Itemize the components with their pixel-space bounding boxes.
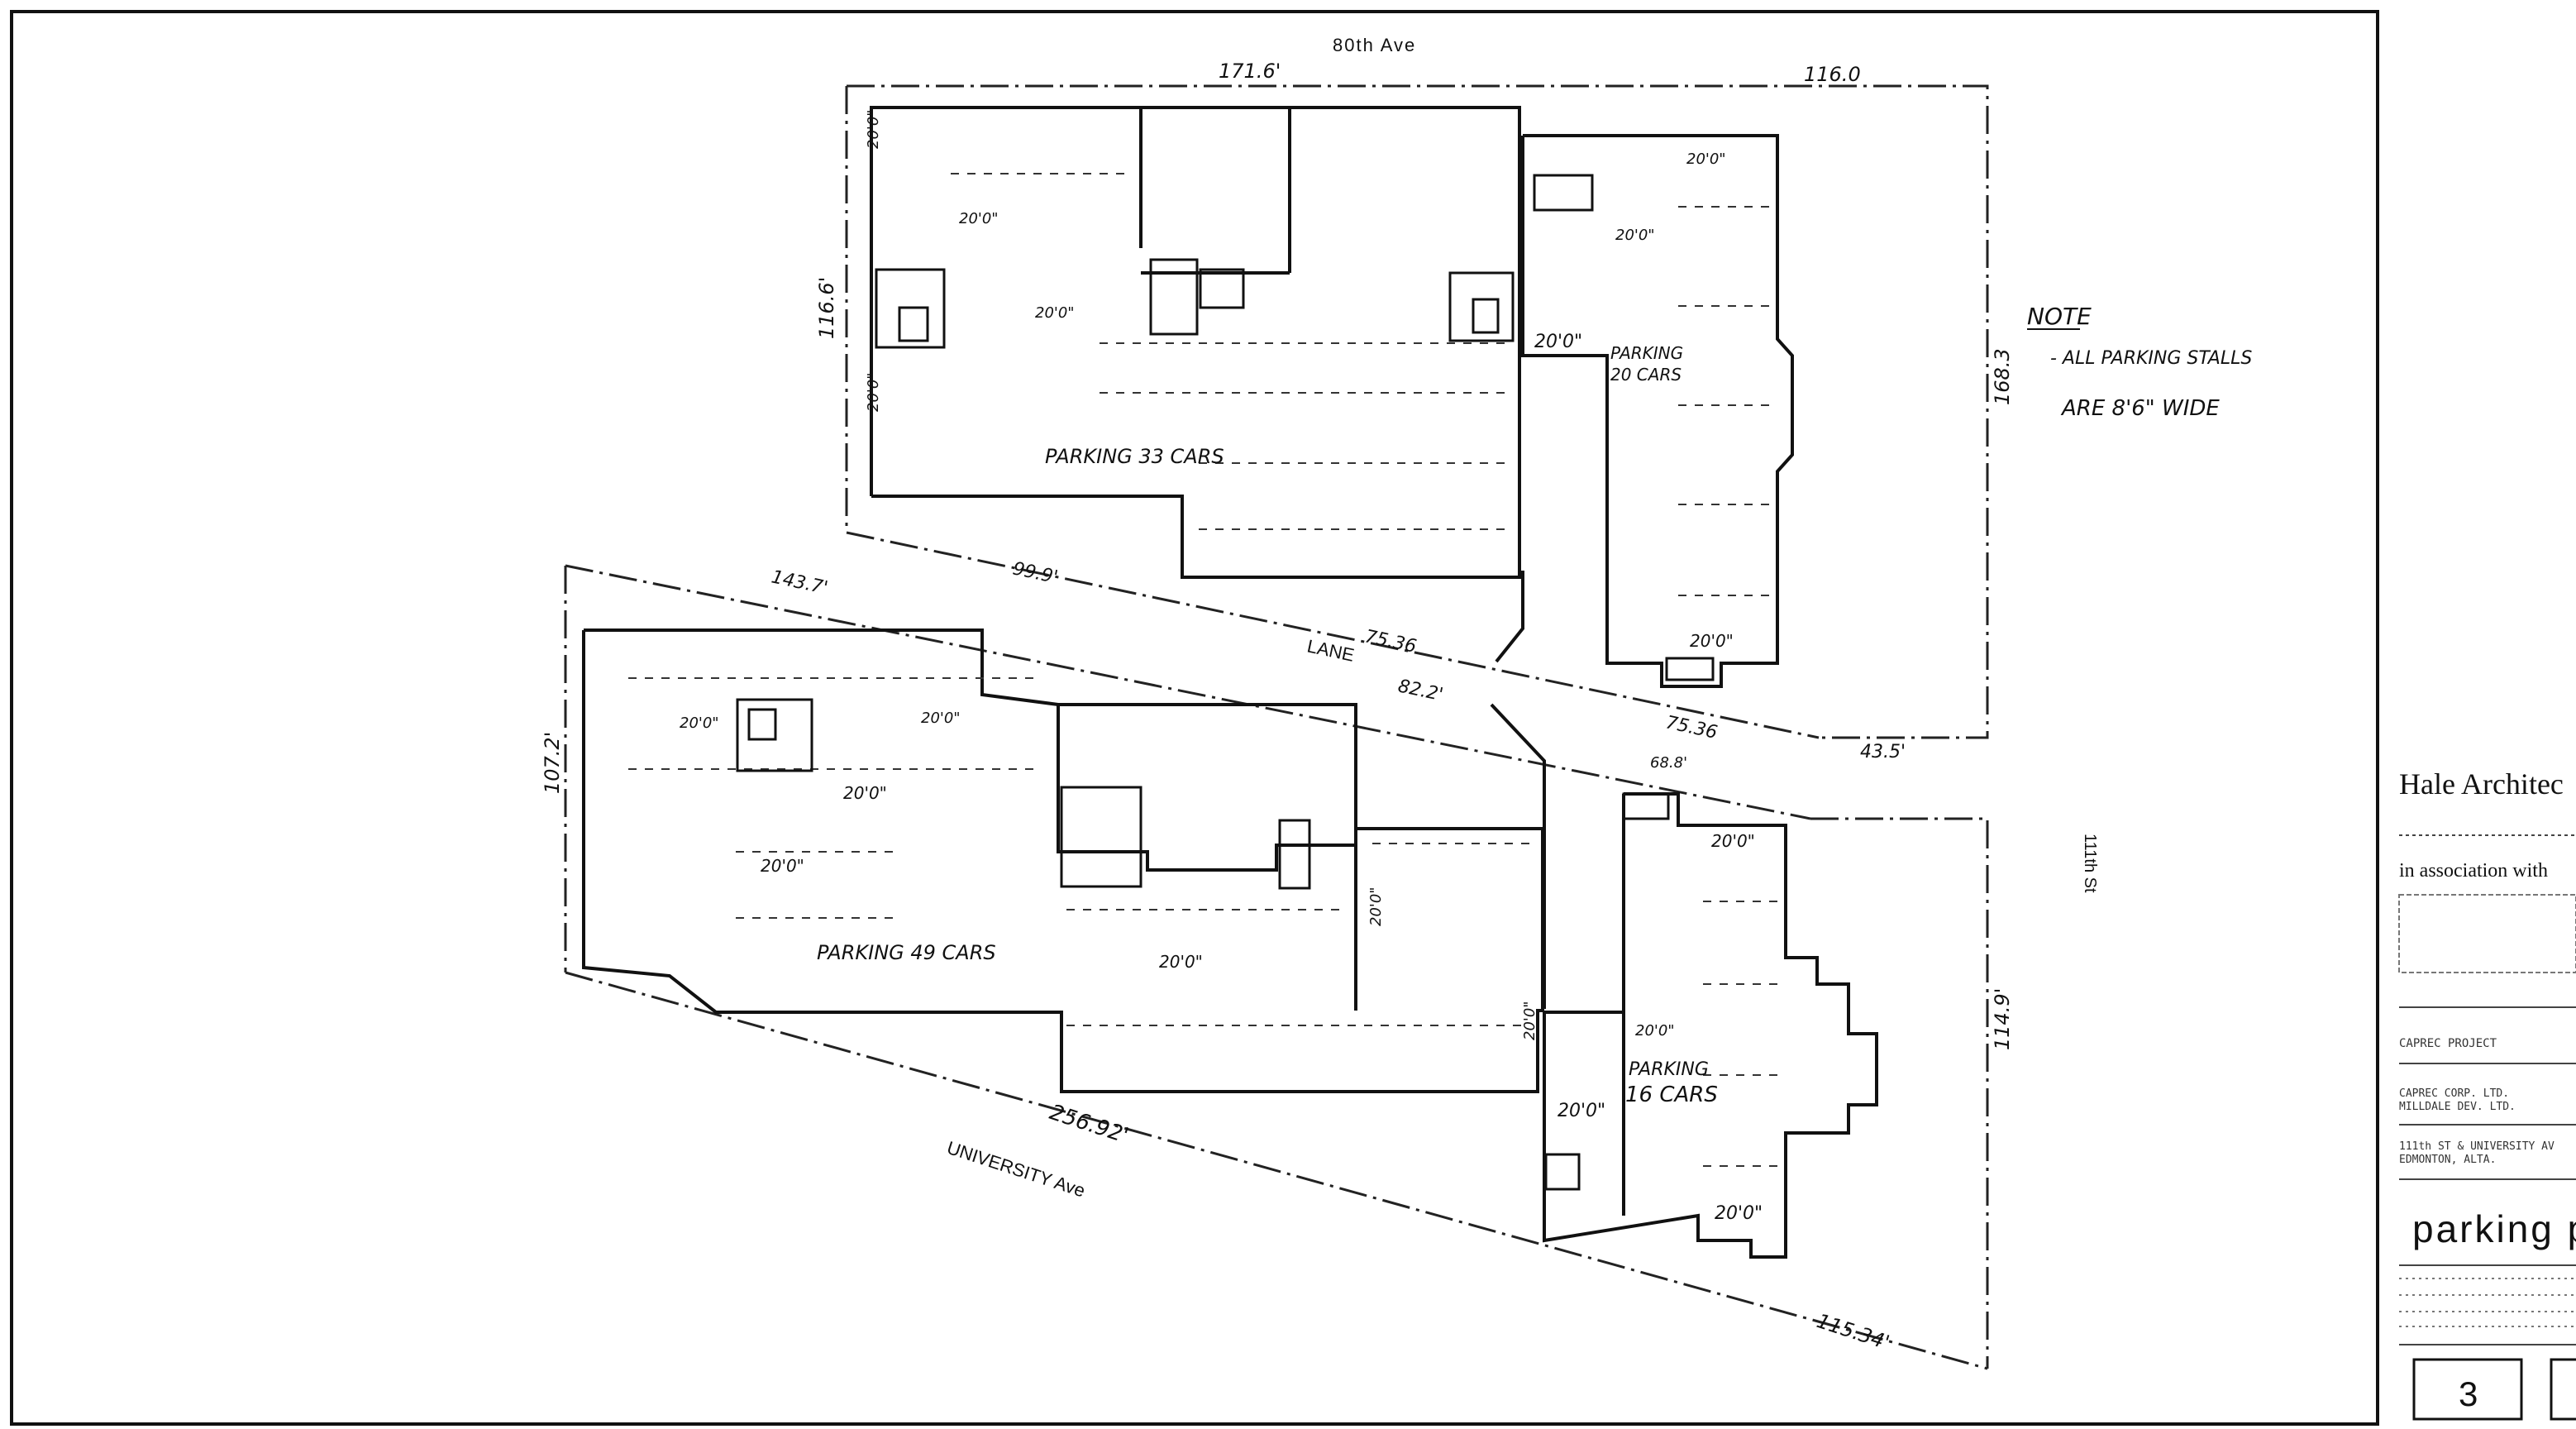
parking-label-north-west: PARKING 33 CARS — [1045, 445, 1224, 468]
aisle-label: 20'0" — [1686, 151, 1726, 168]
dim-west-south: 107.2' — [541, 732, 564, 794]
aisle-label: 20'0" — [1635, 1022, 1675, 1039]
parking-label-south-east-line1: PARKING — [1629, 1059, 1709, 1080]
parking-label-north-east-line1: PARKING — [1610, 343, 1683, 363]
aisle-label: 20'0" — [1534, 332, 1582, 352]
aisle-label: 20'0" — [761, 856, 804, 876]
aisle-label: 20'0" — [921, 710, 961, 727]
dim-north-a: 171.6' — [1219, 60, 1281, 83]
aisle-label: 20'0" — [1711, 831, 1755, 851]
dim-west-north: 116.6' — [815, 277, 838, 339]
sheet-number: 3 — [2459, 1374, 2478, 1413]
client-line-2: MILLDALE DEV. LTD. — [2399, 1101, 2516, 1113]
dim-lane-e: 43.5' — [1860, 742, 1906, 762]
aisle-label: 20'0" — [1690, 631, 1734, 651]
street-label-university-ave: UNIVERSITY Ave — [944, 1137, 1087, 1202]
dimension-labels: 171.6' 116.0 116.6' 168.3 99.9' 75.36 14… — [541, 60, 2014, 1355]
note-line-2: ARE 8'6" WIDE — [2060, 396, 2220, 421]
aisle-width-labels: 20'0" 20'0" 20'0" 20'0" 20'0" 20'0" 20'0… — [680, 109, 1763, 1224]
aisle-label: 20'0" — [1615, 227, 1655, 244]
dim-north-b: 116.0 — [1804, 63, 1861, 86]
aisle-label: 20'0" — [865, 372, 882, 412]
handwritten-note: NOTE - ALL PARKING STALLS ARE 8'6" WIDE — [2027, 303, 2252, 421]
south-east-parking-outline — [1543, 792, 1878, 1259]
parking-labels: PARKING 33 CARS PARKING 20 CARS PARKING … — [817, 343, 1718, 1107]
firm-name: Hale Architec — [2399, 767, 2564, 801]
parking-label-south-west: PARKING 49 CARS — [817, 941, 996, 964]
title-block: Hale Architec in association with CAPREC… — [2398, 767, 2576, 1421]
dim-east-south: 114.9' — [1991, 988, 2014, 1050]
stair-cores — [736, 174, 1715, 1191]
project-name: CAPREC PROJECT — [2399, 1037, 2497, 1050]
parking-label-south-east-line2: 16 CARS — [1625, 1083, 1718, 1107]
sheet-border — [10, 10, 2379, 1426]
street-label-111th-st: 111th St — [2081, 834, 2099, 893]
associate-logo — [2398, 894, 2576, 973]
street-label-80th-ave: 80th Ave — [1333, 35, 1416, 55]
dim-small: 68.8' — [1650, 754, 1687, 772]
parking-stall-markings — [628, 173, 1777, 1167]
north-west-parking-outline — [870, 106, 1521, 579]
aisle-label: 20'0" — [843, 783, 887, 803]
aisle-label: 20'0" — [1035, 304, 1075, 322]
address-line-1: 111th ST & UNIVERSITY AV — [2399, 1140, 2555, 1153]
parking-label-north-east-line2: 20 CARS — [1610, 365, 1682, 385]
dim-lane-s3: 75.36 — [1664, 712, 1720, 743]
aisle-label: 20'0" — [1159, 952, 1203, 972]
aisle-label: 20'0" — [865, 109, 882, 149]
note-title: NOTE — [2027, 303, 2092, 330]
dim-lane-s2: 82.2' — [1396, 676, 1445, 705]
sheet-total-box — [2550, 1358, 2576, 1421]
dim-lane-n1: 99.9' — [1011, 558, 1060, 588]
building-outlines — [582, 106, 1878, 1259]
aisle-label: 20'0" — [1558, 1101, 1605, 1121]
dim-east-north: 168.3 — [1991, 348, 2014, 405]
aisle-label: 20'0" — [1367, 887, 1385, 926]
street-label-lane: LANE — [1305, 635, 1356, 665]
aisle-label: 20'0" — [959, 210, 999, 227]
sheet-number-box — [2412, 1358, 2523, 1421]
dim-lane-s1: 143.7' — [770, 566, 830, 599]
note-line-1: - ALL PARKING STALLS — [2050, 348, 2252, 369]
drawing-title: parking p — [2412, 1207, 2576, 1250]
property-lines — [564, 84, 1989, 1370]
dim-south-long: 256.92' — [1047, 1100, 1132, 1149]
dim-south-east: 115.34' — [1814, 1309, 1892, 1355]
client-line-1: CAPREC CORP. LTD. — [2399, 1087, 2509, 1100]
dim-lane-n2: 75.36 — [1363, 626, 1419, 657]
north-east-parking-outline — [1521, 134, 1794, 688]
aisle-label: 20'0" — [1521, 1001, 1538, 1040]
association-label: in association with — [2399, 860, 2548, 882]
aisle-label: 20'0" — [680, 714, 719, 732]
south-west-parking-outline — [582, 628, 1544, 1093]
address-line-2: EDMONTON, ALTA. — [2399, 1154, 2496, 1166]
aisle-label: 20'0" — [1715, 1203, 1763, 1224]
